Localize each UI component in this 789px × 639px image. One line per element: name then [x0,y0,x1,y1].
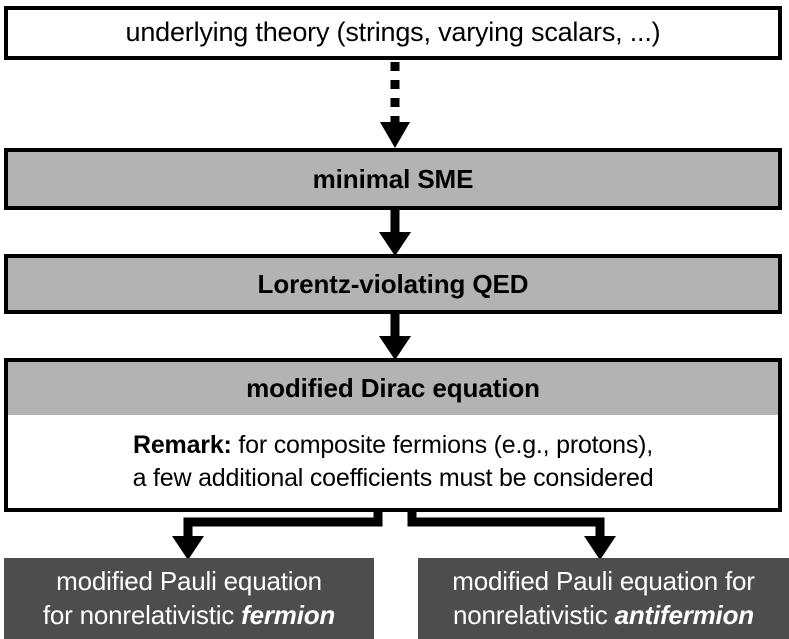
arrowhead-down-icon [379,336,411,360]
elbow-right-line [407,510,605,540]
node-minimal-sme[interactable]: minimal SME [4,148,782,210]
arrowhead-down-left-icon [172,536,204,560]
node-pauli-antifermion-line-2: nonrelativistic antifermion [452,599,754,633]
node-modified-dirac-equation[interactable]: modified Dirac equation Remark: for comp… [4,358,782,512]
remark-line-2: a few additional coefficients must be co… [132,463,654,492]
node-underlying-theory-label: underlying theory (strings, varying scal… [125,17,661,48]
node-lorentz-violating-qed-label: Lorentz-violating QED [257,268,529,299]
node-pauli-fermion-line-1: modified Pauli equation [56,565,322,596]
connector-theory-to-sme [376,60,414,150]
connector-dirac-branch [170,510,620,562]
node-pauli-fermion-line-2: for nonrelativistic fermion [43,599,335,633]
node-pauli-fermion[interactable]: modified Pauli equation for nonrelativis… [4,558,374,639]
node-modified-dirac-remark: Remark: for composite fermions (e.g., pr… [8,415,778,508]
node-lorentz-violating-qed[interactable]: Lorentz-violating QED [4,254,782,314]
arrowhead-down-icon [380,122,410,148]
node-minimal-sme-label: minimal SME [312,163,474,194]
remark-lead: Remark: [133,431,232,459]
node-pauli-antifermion-line-1: modified Pauli equation for [452,565,755,596]
node-pauli-antifermion[interactable]: modified Pauli equation for nonrelativis… [418,558,789,639]
node-modified-dirac-header: modified Dirac equation [8,362,778,415]
node-pauli-fermion-emphasis: fermion [241,599,336,630]
connector-sme-to-qed [376,209,414,257]
node-pauli-antifermion-line-2-prefix: nonrelativistic [453,599,615,630]
connector-qed-to-dirac [376,313,414,361]
remark-line-1: Remark: for composite fermions (e.g., pr… [133,429,654,462]
elbow-left-line [183,510,383,540]
node-pauli-antifermion-emphasis: antifermion [614,599,755,630]
arrowhead-down-icon [379,232,411,256]
node-underlying-theory[interactable]: underlying theory (strings, varying scal… [4,6,782,60]
node-modified-dirac-label: modified Dirac equation [246,373,540,404]
node-pauli-fermion-line-2-prefix: for nonrelativistic [42,599,242,630]
arrowhead-down-right-icon [584,536,616,560]
remark-line-1-text: for composite fermions (e.g., protons), [231,431,653,459]
